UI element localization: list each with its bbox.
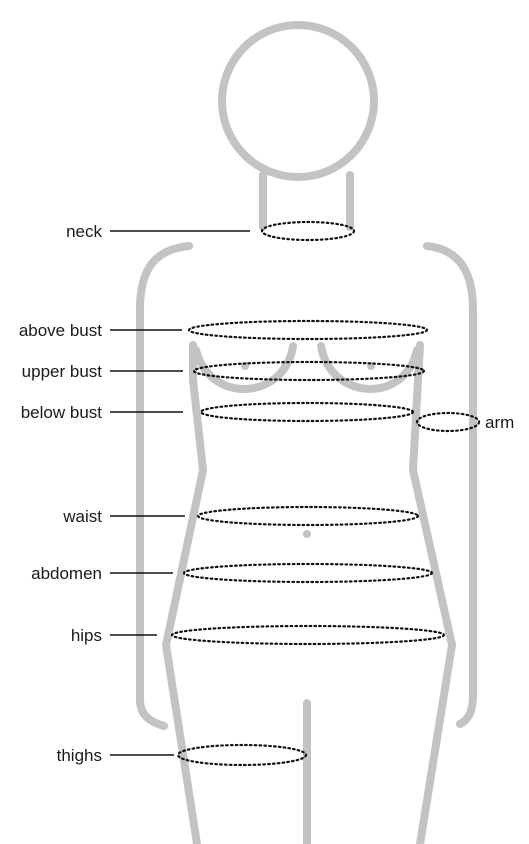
label-below-bust: below bust: [21, 403, 103, 422]
right-torso-outline: [413, 345, 452, 844]
measurement-labels: neck above bust upper bust below bust ar…: [19, 222, 514, 765]
measurement-rings: [172, 222, 479, 765]
label-arm: arm: [485, 413, 514, 432]
label-abdomen: abdomen: [31, 564, 102, 583]
label-neck: neck: [66, 222, 102, 241]
label-waist: waist: [62, 507, 102, 526]
hips-ring: [172, 626, 444, 644]
label-upper-bust: upper bust: [22, 362, 103, 381]
navel: [303, 530, 311, 538]
label-above-bust: above bust: [19, 321, 102, 340]
neck-ring: [262, 222, 354, 240]
label-thighs: thighs: [57, 746, 102, 765]
waist-ring: [198, 507, 418, 525]
above-bust-ring: [189, 321, 427, 339]
label-hips: hips: [71, 626, 102, 645]
thighs-ring: [178, 745, 306, 765]
left-torso-outline: [166, 345, 203, 844]
leader-lines: [110, 231, 250, 755]
upper-bust-ring: [194, 362, 424, 380]
body-silhouette: [140, 25, 473, 844]
abdomen-ring: [184, 564, 432, 582]
head-outline: [222, 25, 374, 177]
below-bust-ring: [201, 403, 413, 421]
